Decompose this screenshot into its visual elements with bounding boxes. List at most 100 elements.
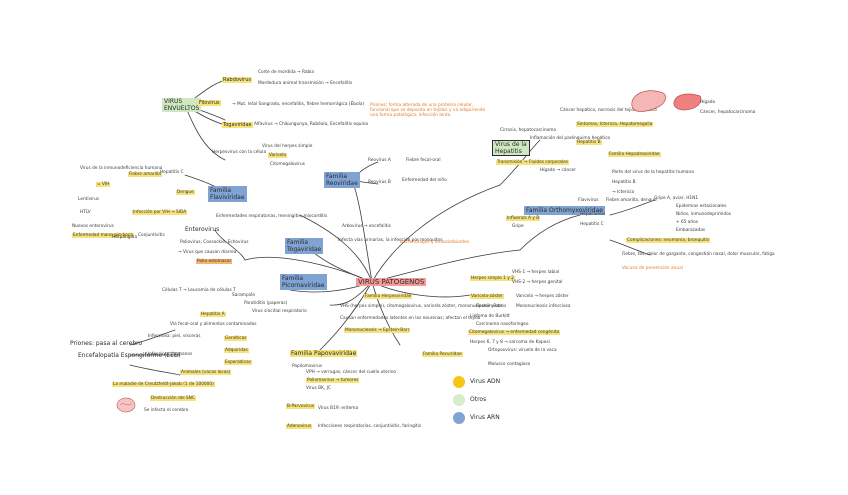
enterovirus-d: Polio estomacal: [196, 259, 232, 264]
molusco-label: Molusco contagioso: [488, 362, 531, 367]
vhs1-label: VHS-1 → herpes labial: [512, 270, 560, 275]
varicela-label: Varicela-zóster: [470, 294, 504, 299]
rabdovirus-node: Rabdovirus: [222, 77, 253, 83]
papiloma-detail: VPH → verrugas, cáncer del cuello uterin…: [306, 370, 397, 375]
rabdovirus-detail-a: Corte de mordida → Rabia: [258, 70, 315, 75]
inmuno-label: Infección por VIH → SIDA: [132, 210, 188, 215]
center-node: VIRUS PATOGENOS: [356, 278, 427, 286]
prion-infecciosa-a: Infecciosa: piel, vísceras: [148, 334, 201, 339]
link-prion-animals: [129, 364, 181, 376]
nuevos-enterovirus: Nuevos enterovirus: [72, 224, 114, 229]
link-prion-genetics: [129, 329, 176, 346]
link-center-reoviridae: [351, 179, 373, 283]
vih-label: = VIH: [96, 182, 111, 187]
flavivirus-label: Flavivirus: [578, 198, 599, 203]
esporadicas-label: Esporádicas: [224, 360, 252, 365]
reovirus-b: Reovirus B: [368, 180, 391, 185]
brain-icon: [116, 397, 136, 413]
flaviviridae-title: Familia Flaviviridae: [208, 186, 247, 202]
mayores-label: + 65 años: [676, 220, 699, 225]
linfoma-label: Linfoma de Burkitt: [470, 314, 510, 319]
link-center-hepatitis: [371, 184, 501, 283]
cirrosis-label: Cirrosis, hepatocarcinoma: [500, 128, 557, 133]
hepatitis-inflamacion: Inflamación del parénquima hepático: [530, 136, 611, 141]
arbovirus-label: Arbovirus → encefalitis: [342, 224, 391, 229]
hepatitis-c-right: Hepatitis C: [580, 222, 604, 227]
enterovirus-node: Enterovirus: [185, 226, 220, 233]
link-center-enterovirus: [299, 214, 373, 283]
hepatitis-b-label: Hepatitis B: [576, 140, 602, 145]
hepadna-detail-a: Parte del virus de la hepatitis humana: [612, 170, 694, 175]
herpes-detail-a: Virus del herpes simple: [262, 144, 313, 149]
priones-title: Priones: pasa al cerebro: [70, 340, 143, 347]
legend-dot-otros: [453, 394, 465, 406]
mano-pie-boca: Enfermedad mano-pie-boca: [72, 233, 134, 238]
link-center-poxvir: [371, 281, 401, 346]
papovaviridae-family: Familia Papovaviridae: [290, 350, 358, 357]
hepatitis-a-detail: Vía fecal-oral y alimentos contaminados: [170, 322, 257, 327]
eeb-label: Encefalopatía Espongiforme (EEB): [78, 352, 181, 359]
conjuntivitis-label: Conjuntivitis: [138, 233, 165, 238]
prions-note: Priones: forma alterada de una proteína …: [370, 103, 486, 118]
filovirus-detail: → Mut. letal Sangrado, encefalitis, fieb…: [232, 102, 365, 107]
togaviridae-node: Togaviridae: [222, 122, 253, 128]
rabdovirus-detail-b: Mordedura animal transmisión → Encefalit…: [258, 81, 353, 86]
link-center-orthomyxo: [371, 249, 521, 283]
legend-label-adn: Virus ADN: [470, 378, 501, 385]
link-ortho-flavi: [519, 214, 581, 251]
hepatitis-b-detail: Síntomas, Ictericia, Hepatomegalia: [576, 122, 654, 127]
link-ortho-complicaciones: [609, 239, 651, 256]
htlv-label: HTLV: [80, 210, 91, 215]
link-center-papova: [319, 281, 373, 351]
hepacivirus-label: Hepacivirus: [580, 212, 606, 217]
hepatitis-c-small: Hepatitis C: [160, 170, 184, 175]
adquiridas-label: Adquiridas: [224, 348, 249, 353]
virus-envueltos-node: VIRUS ENVUELTOS: [162, 98, 202, 112]
geneticas-label: Genéticas: [224, 336, 248, 341]
higado-cancer: Hígado → cáncer: [540, 168, 576, 173]
herpesviridae-family: Familia Herpesviridae: [364, 294, 413, 299]
orthomyxoviridae-family: Familia Orthomyxoviridae: [524, 206, 605, 215]
prion-animales: Animales (vacas locas): [180, 370, 232, 375]
filovirus-node: Filovirus: [198, 100, 221, 106]
togaviridae-family: Familia Togaviridae: [285, 238, 324, 254]
inmunodeficiencia-label: Virus de la inmunodeficiencia humana: [80, 166, 163, 171]
ortopox-label: Ortopoxvirus: viruela de la vaca: [488, 348, 557, 353]
arbovirus-detail: Infecta vías urinarias, la infección por…: [338, 238, 443, 243]
adenovirus-detail: Infecciones respiratorias, conjuntivitis…: [318, 424, 422, 429]
ictericia-label: → Ictericia: [612, 190, 635, 195]
complicaciones-label: Complicaciones: neumonía, bronquitis: [626, 238, 711, 243]
link-center-herpesviridae: [329, 281, 373, 306]
herpes-simple-label: Herpes simple 1 y 2: [470, 276, 515, 281]
herpes-detail-central: Causan enfermedades latentes en las neur…: [340, 316, 481, 321]
reovirus-a-detail: Fiebre fecal-oral: [406, 158, 441, 163]
cancer-organ-label: Cáncer, hepatocarcinoma: [700, 110, 756, 115]
legend-dot-adn: [453, 376, 465, 388]
fiebre-amarilla-label: Fiebre amarilla: [128, 172, 162, 177]
reovirus-a: Reovirus A: [368, 158, 391, 163]
retro-title-small: Células T → Leucemia de células T: [162, 288, 236, 293]
poxviridae-family: Familia Poxviridae: [422, 352, 463, 357]
paramyxo-b: Parotiditis (paperas): [244, 301, 288, 306]
enterovirus-a: Enfermedades respiratorias, meningitis, …: [216, 214, 328, 219]
link-center-retro: [244, 256, 373, 283]
adenovirus-label: Adenovirus: [286, 424, 313, 429]
legend-label-arn: Virus ARN: [470, 414, 500, 421]
destruccion-label: Destrucción del SNC: [150, 396, 196, 401]
carcinoma-label: Carcinoma nasofaríngeo: [476, 322, 529, 327]
hepadnaviridae-family: Familia Hepadnaviridae: [608, 152, 661, 157]
dengue-label: Dengue: [176, 190, 195, 195]
hepatitis-a-node: Hepatitis A: [200, 312, 226, 317]
hepadna-detail-b: Hepatitis B: [612, 180, 636, 185]
gripe-label: Gripe: [512, 224, 524, 229]
paramyxo-a: Sarampión: [232, 293, 256, 298]
bacterial-note: Bacteriófagos y endosimbiontes: [400, 240, 470, 245]
gripe-a-label: Gripe A, aviar, H1N1: [654, 196, 699, 201]
herpes-list: VHS (herpes simple), citomegalovirus, va…: [340, 304, 507, 309]
paramyxo-c: Virus sincitial respiratorio: [252, 309, 307, 314]
herpes-detail-c: Citomegalovirus: [270, 162, 305, 167]
creutzfeldt-label: La maladie de Creutzfeldt-Jakob (1 de 10…: [112, 382, 215, 387]
epstein-detail: Mononucleosis infecciosa: [516, 304, 571, 309]
